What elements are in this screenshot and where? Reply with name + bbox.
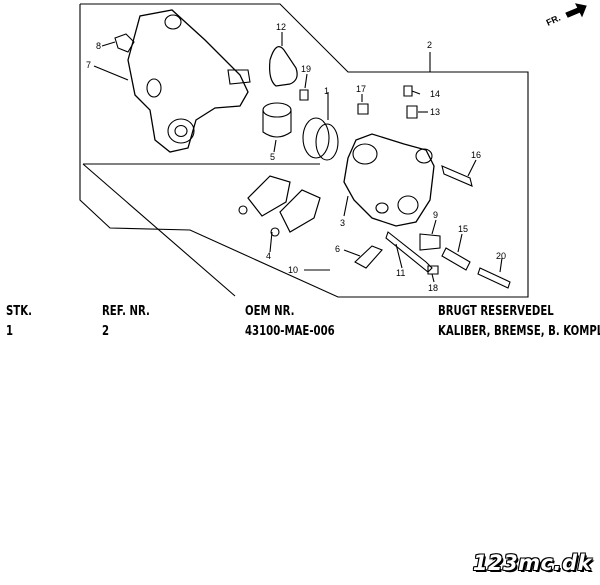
callout-10: 10: [288, 265, 298, 275]
cell-qty: 1: [6, 324, 14, 339]
callout-5: 5: [270, 152, 275, 162]
callout-3: 3: [340, 218, 345, 228]
callout-9: 9: [433, 210, 438, 220]
table-row: 1 2 43100-MAE-006 KALIBER, BREMSE, B. KO…: [0, 324, 600, 344]
cell-oem-no: 43100-MAE-006: [245, 324, 335, 339]
header-part-name: BRUGT RESERVEDEL: [438, 304, 554, 319]
callout-13: 13: [430, 107, 440, 117]
callout-7: 7: [86, 60, 91, 70]
callout-20: 20: [496, 251, 506, 261]
callout-1: 1: [324, 86, 329, 96]
caliper-bracket: [127, 9, 251, 153]
callout-14: 14: [430, 89, 440, 99]
callout-4: 4: [266, 251, 271, 261]
header-ref-no: REF. NR.: [102, 304, 150, 319]
callout-8: 8: [96, 41, 101, 51]
callout-17: 17: [356, 84, 366, 94]
table-header-row: STK. REF. NR. OEM NR. BRUGT RESERVEDEL: [0, 304, 600, 324]
cell-ref-no: 2: [102, 324, 110, 339]
caliper-body: [343, 133, 435, 227]
pad-spring-clip: [114, 33, 135, 53]
callout-19: 19: [301, 64, 311, 74]
callout-18: 18: [428, 283, 438, 293]
callout-15: 15: [458, 224, 468, 234]
front-label: FR.: [545, 13, 562, 28]
assembly-outline: [79, 3, 529, 298]
diagram-callouts: 1 2 3 4 5 6 7 8 9 10 11 12 13 14 15 16 1…: [86, 22, 506, 293]
callout-6: 6: [335, 244, 340, 254]
exploded-parts-diagram: 1 2 3 4 5 6 7 8 9 10 11 12 13 14 15 16 1…: [79, 3, 587, 298]
callout-2: 2: [427, 40, 432, 50]
brake-pads: [238, 175, 321, 237]
callout-11: 11: [396, 268, 405, 278]
cell-part-name: KALIBER, BREMSE, B. KOMPLET: [438, 324, 600, 339]
front-direction-arrow: [565, 3, 587, 18]
caliper-piston: [262, 102, 292, 138]
callout-12: 12: [276, 22, 286, 32]
header-oem-no: OEM NR.: [245, 304, 295, 319]
callout-16: 16: [471, 150, 481, 160]
pad-retainer: [269, 46, 298, 87]
site-watermark: 123mc.dk: [472, 551, 592, 575]
header-qty: STK.: [6, 304, 32, 319]
